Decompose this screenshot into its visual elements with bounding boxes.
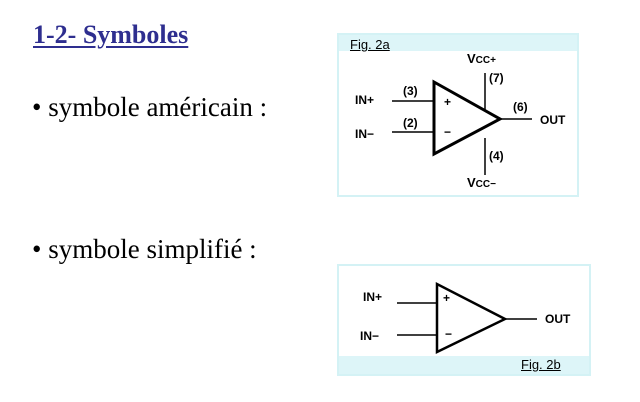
in-minus-label: IN− [360, 329, 380, 343]
vcc-minus-label: VCC− [467, 175, 496, 190]
out-label: OUT [545, 312, 571, 326]
plus-sign: + [444, 95, 452, 109]
section-title: 1-2- Symboles [33, 20, 189, 49]
pin-6-label: (6) [513, 100, 528, 114]
amplifier-triangle [432, 79, 504, 157]
out-label: OUT [540, 113, 566, 127]
pin-7-label: (7) [489, 71, 504, 85]
in-plus-label: IN+ [363, 290, 383, 304]
in-minus-label: IN− [355, 127, 375, 141]
figure-2b-caption: Fig. 2b [521, 357, 561, 372]
bullet-american-symbol: • symbole américain : [32, 92, 268, 122]
in-plus-label: IN+ [355, 93, 375, 107]
vcc-plus-label: VCC+ [467, 51, 496, 66]
figure-2b: Fig. 2b + − IN+ IN− OUT [337, 264, 591, 376]
opamp-simplified-symbol [397, 281, 537, 354]
minus-sign: − [444, 125, 452, 139]
pin-2-label: (2) [403, 116, 418, 130]
opamp-american-symbol [392, 73, 532, 175]
figure-2a-caption-band [339, 35, 577, 51]
figure-2b-caption-band [339, 356, 589, 374]
bullet-simplified-symbol: • symbole simplifié : [32, 234, 257, 264]
figure-2a-caption: Fig. 2a [350, 37, 390, 52]
pin-3-label: (3) [403, 84, 418, 98]
pin-4-label: (4) [489, 149, 504, 163]
figure-2a: Fig. 2a + − VCC+ VCC− (7) (4) (3) (2) (6… [337, 33, 579, 197]
minus-sign: − [445, 327, 453, 341]
plus-sign: + [443, 291, 451, 305]
amplifier-triangle [435, 281, 508, 354]
